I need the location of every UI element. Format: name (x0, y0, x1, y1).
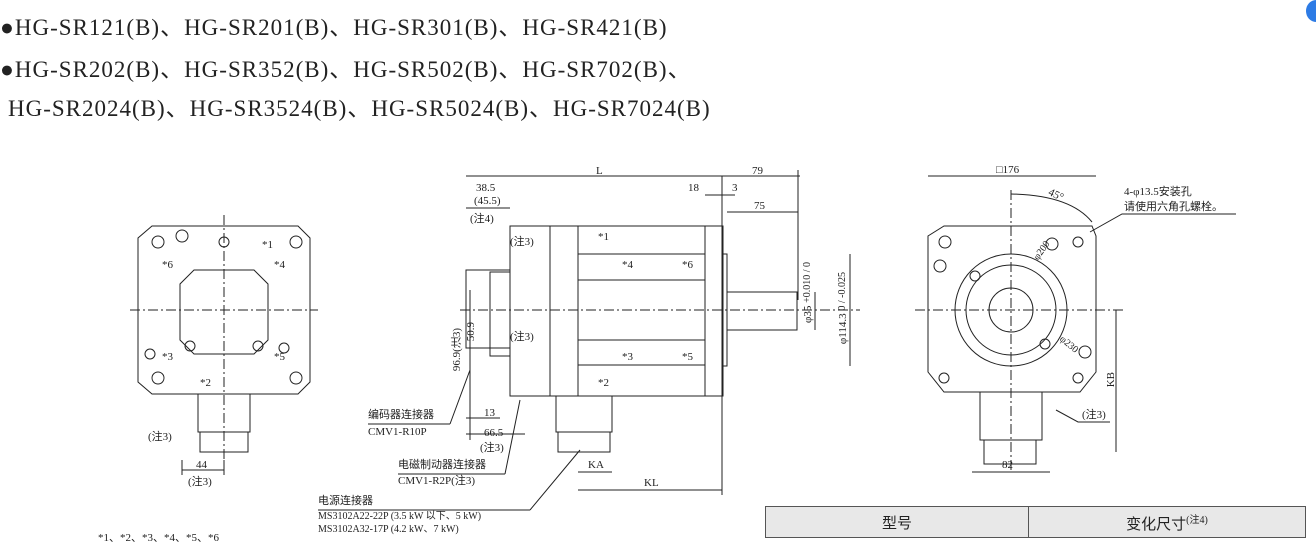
table-header-variable-dims: 变化尺寸(注4) (1028, 506, 1306, 538)
rear-view-drawing (130, 215, 318, 475)
dim-96-9: 96.9(注3) (451, 328, 463, 372)
dim-44-note: (注3) (188, 476, 212, 488)
shaft-diameter-value: φ35 (802, 305, 814, 324)
variable-dims-note: (注4) (1186, 514, 1208, 526)
dim-79: 79 (752, 165, 763, 177)
marker-6: *6 (162, 259, 173, 271)
dim-66-5-note: (注3) (480, 442, 504, 454)
dim-13: 13 (484, 407, 495, 419)
dim-KL: KL (644, 477, 659, 489)
brake-connector-part: CMV1-R2P(注3) (398, 475, 476, 487)
marker-3: *3 (622, 351, 633, 363)
mounting-holes-note: 请使用六角孔螺栓。 (1124, 201, 1223, 213)
encoder-connector-label: 编码器连接器 (368, 409, 434, 421)
side-view-drawing (318, 170, 860, 511)
mounting-holes-label: 4-φ13.5安装孔 (1124, 186, 1192, 198)
power-connector-part-2: MS3102A32-17P (4.2 kW、7 kW) (318, 524, 459, 535)
marker-1: *1 (598, 231, 609, 243)
dim-L: L (596, 165, 603, 177)
front-view-drawing (915, 175, 1236, 473)
marker-5: *5 (274, 351, 285, 363)
model-list-line-1: ●HG-SR121(B)、HG-SR201(B)、HG-SR301(B)、HG-… (0, 15, 668, 40)
dim-44: 44 (196, 459, 207, 471)
marker-2: *2 (200, 377, 211, 389)
table-header-model: 型号 (765, 506, 1029, 538)
brake-connector-label: 电磁制动器连接器 (398, 459, 486, 471)
shaft-diameter: φ35 +0.010 / 0 (802, 262, 814, 324)
dim-66-5: 66.5 (484, 427, 504, 439)
note4-label: (注4) (470, 213, 494, 225)
spigot-diameter-value: φ114.3 (837, 313, 849, 345)
dim-45-5: (45.5) (474, 195, 501, 207)
model-list-line-3: HG-SR2024(B)、HG-SR3524(B)、HG-SR5024(B)、H… (8, 96, 711, 121)
shaft-tolerance: +0.010 / 0 (802, 262, 813, 303)
note3-lower: (注3) (510, 331, 534, 343)
note3-upper: (注3) (510, 236, 534, 248)
encoder-connector-part: CMV1-R10P (368, 426, 427, 438)
marker-6: *6 (682, 259, 693, 271)
dim-38-5: 38.5 (476, 182, 496, 194)
dim-KB: KB (1105, 372, 1117, 388)
dim-75: 75 (754, 200, 765, 212)
dim-square-176: □176 (996, 164, 1020, 176)
dim-3: 3 (732, 182, 738, 194)
dimension-table: 型号 变化尺寸(注4) (765, 506, 1306, 538)
marker-1: *1 (262, 239, 273, 251)
marker-4: *4 (622, 259, 633, 271)
variable-dims-label: 变化尺寸 (1126, 516, 1187, 533)
note3-label: (注3) (148, 431, 172, 443)
footnote-markers: *1、*2、*3、*4、*5、*6 (98, 532, 219, 544)
model-list-line-2: ●HG-SR202(B)、HG-SR352(B)、HG-SR502(B)、HG-… (0, 57, 692, 82)
spigot-tolerance: 0 / -0.025 (837, 272, 848, 311)
power-connector-label: 电源连接器 (318, 495, 373, 507)
marker-2: *2 (598, 377, 609, 389)
dim-82: 82 (1002, 459, 1013, 471)
power-connector-part-1: MS3102A22-22P (3.5 kW 以下、5 kW) (318, 511, 482, 522)
dim-KA: KA (588, 459, 604, 471)
note3-label: (注3) (1082, 409, 1106, 421)
spigot-diameter: φ114.3 0 / -0.025 (837, 272, 849, 345)
marker-5: *5 (682, 351, 693, 363)
floating-action-button[interactable] (1306, 0, 1316, 22)
dim-18: 18 (688, 182, 699, 194)
dim-50-9: 50.9 (465, 322, 477, 342)
marker-3: *3 (162, 351, 173, 363)
marker-4: *4 (274, 259, 285, 271)
